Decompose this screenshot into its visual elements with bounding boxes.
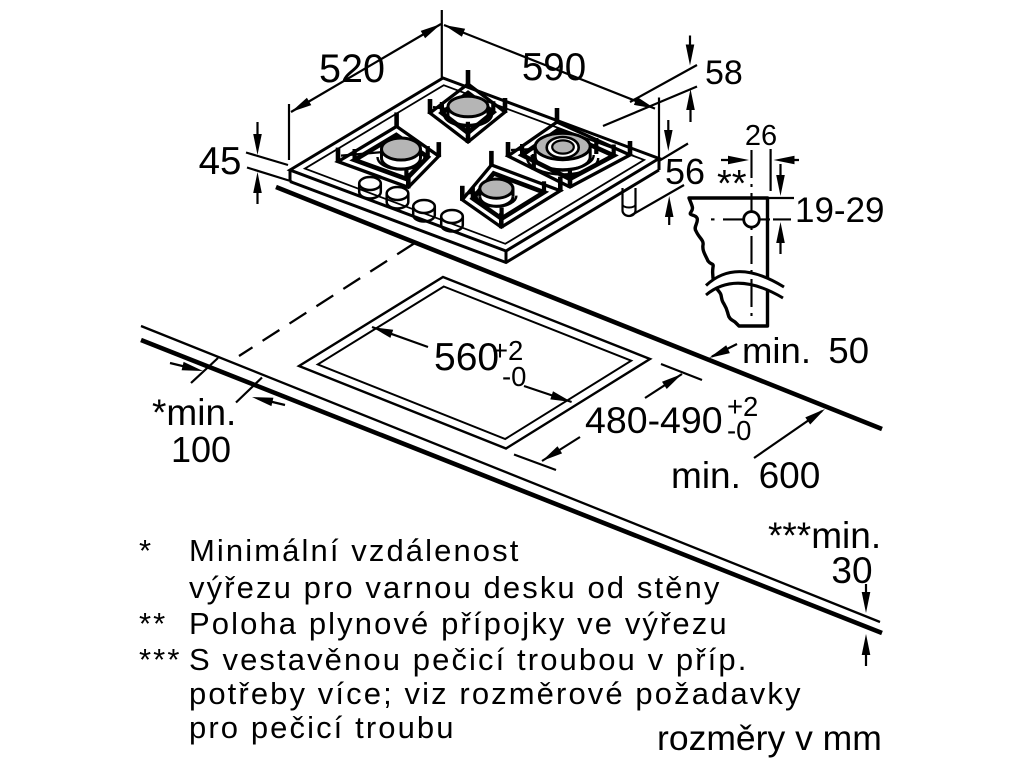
svg-text:*: * xyxy=(139,533,153,568)
svg-text:potřeby více; viz rozměrové po: potřeby více; viz rozměrové požadavky xyxy=(189,676,803,711)
svg-text:Minimální vzdálenost: Minimální vzdálenost xyxy=(189,533,520,568)
svg-text:výřezu pro varnou desku od stě: výřezu pro varnou desku od stěny xyxy=(189,570,721,605)
svg-text:45: 45 xyxy=(199,140,242,183)
svg-text:58: 58 xyxy=(705,54,743,92)
svg-text:+2: +2 xyxy=(727,391,758,422)
svg-text:19-29: 19-29 xyxy=(795,191,885,230)
svg-text:26: 26 xyxy=(745,120,777,152)
svg-text:**: ** xyxy=(717,163,747,205)
svg-text:pro pečicí troubu: pro pečicí troubu xyxy=(189,710,456,745)
svg-text:Poloha plynové přípojky ve výř: Poloha plynové přípojky ve výřezu xyxy=(189,606,729,641)
svg-text:56: 56 xyxy=(665,151,705,192)
svg-text:min. 600: min. 600 xyxy=(671,455,820,496)
svg-text:520: 520 xyxy=(319,47,385,91)
svg-text:-0: -0 xyxy=(727,415,751,446)
svg-text:*min.: *min. xyxy=(152,392,236,433)
svg-text:+2: +2 xyxy=(492,335,523,366)
svg-text:S vestavěnou pečicí troubou v: S vestavěnou pečicí troubou v příp. xyxy=(189,642,748,677)
svg-text:**: ** xyxy=(139,606,167,641)
svg-text:100: 100 xyxy=(171,429,231,470)
svg-text:30: 30 xyxy=(831,550,872,591)
svg-text:480-490: 480-490 xyxy=(585,399,723,441)
svg-text:rozměry v mm: rozměry v mm xyxy=(657,718,882,758)
svg-text:min. 50: min. 50 xyxy=(742,330,869,371)
svg-text:560: 560 xyxy=(434,336,499,379)
svg-text:-0: -0 xyxy=(502,361,526,392)
svg-text:***min.: ***min. xyxy=(768,515,881,556)
svg-text:***: *** xyxy=(139,642,182,677)
svg-text:590: 590 xyxy=(522,46,586,89)
